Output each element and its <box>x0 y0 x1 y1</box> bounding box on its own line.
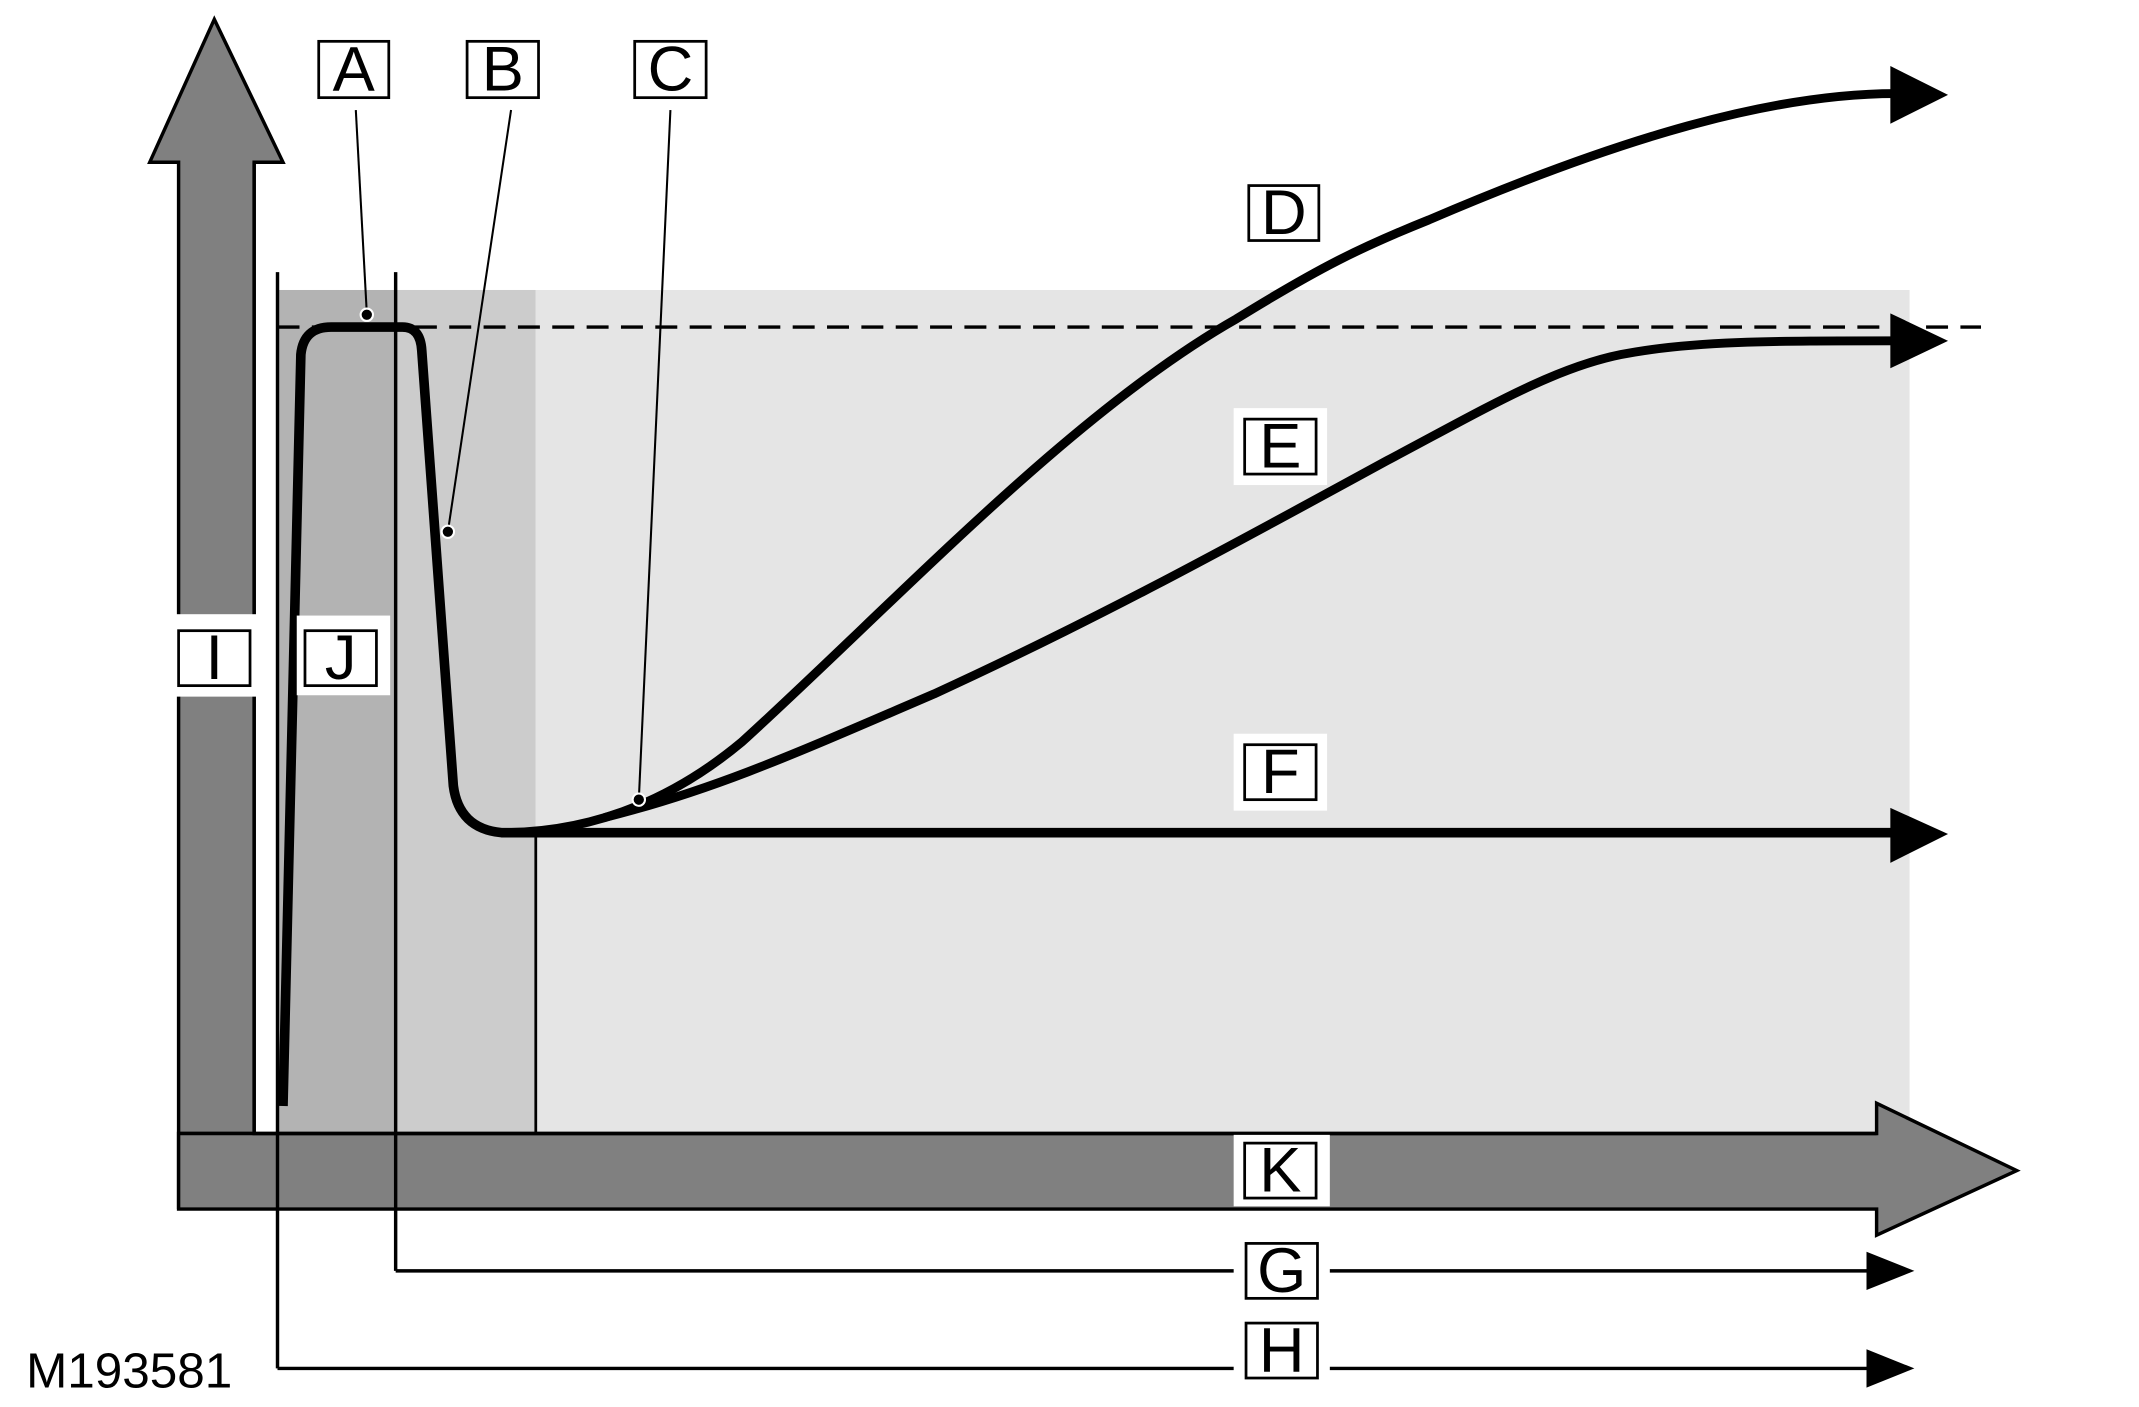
curve-main-f <box>278 322 1896 1107</box>
callout-a: A <box>317 34 391 104</box>
callout-j-label: J <box>325 623 357 693</box>
axis-inner-channel <box>252 162 1877 1136</box>
arrowhead-f <box>1890 807 1949 863</box>
curve-e <box>603 336 1896 822</box>
leader-dot-c <box>631 792 647 807</box>
callout-h-label: H <box>1259 1316 1305 1386</box>
callout-c: C <box>633 34 708 104</box>
callout-g-label: G <box>1257 1236 1306 1306</box>
callout-e-label: E <box>1259 412 1301 482</box>
callout-k: K <box>1233 1134 1330 1207</box>
horizontal-axis-arrow <box>176 1100 2021 1238</box>
callout-c-label: C <box>648 34 694 104</box>
callout-a-label: A <box>333 34 376 104</box>
callout-b-label: B <box>482 34 524 104</box>
curve-d <box>501 89 1896 838</box>
callout-g: G <box>1233 1233 1330 1308</box>
leader-line-b <box>446 109 513 532</box>
callout-b: B <box>465 34 540 104</box>
callout-f: F <box>1233 733 1328 811</box>
callout-h: H <box>1233 1313 1330 1388</box>
callout-d-label: D <box>1261 178 1307 248</box>
figure-id: M193581 <box>26 1344 232 1399</box>
leader-dot-b <box>440 524 456 539</box>
leader-dot-a <box>359 307 375 322</box>
callout-j: J <box>296 615 391 696</box>
callout-d: D <box>1247 178 1321 248</box>
callout-i: I <box>168 614 260 697</box>
leader-line-a <box>354 109 368 314</box>
arrowhead-e <box>1890 313 1949 369</box>
callout-i-label: I <box>206 623 224 693</box>
leader-line-c <box>637 109 672 800</box>
arrowhead-d <box>1890 66 1949 124</box>
callout-k-label: K <box>1259 1136 1301 1206</box>
callout-e: E <box>1233 408 1328 486</box>
phase-region-2 <box>395 289 536 1133</box>
phase-region-3 <box>535 289 1910 1133</box>
callout-f-label: F <box>1261 737 1300 807</box>
